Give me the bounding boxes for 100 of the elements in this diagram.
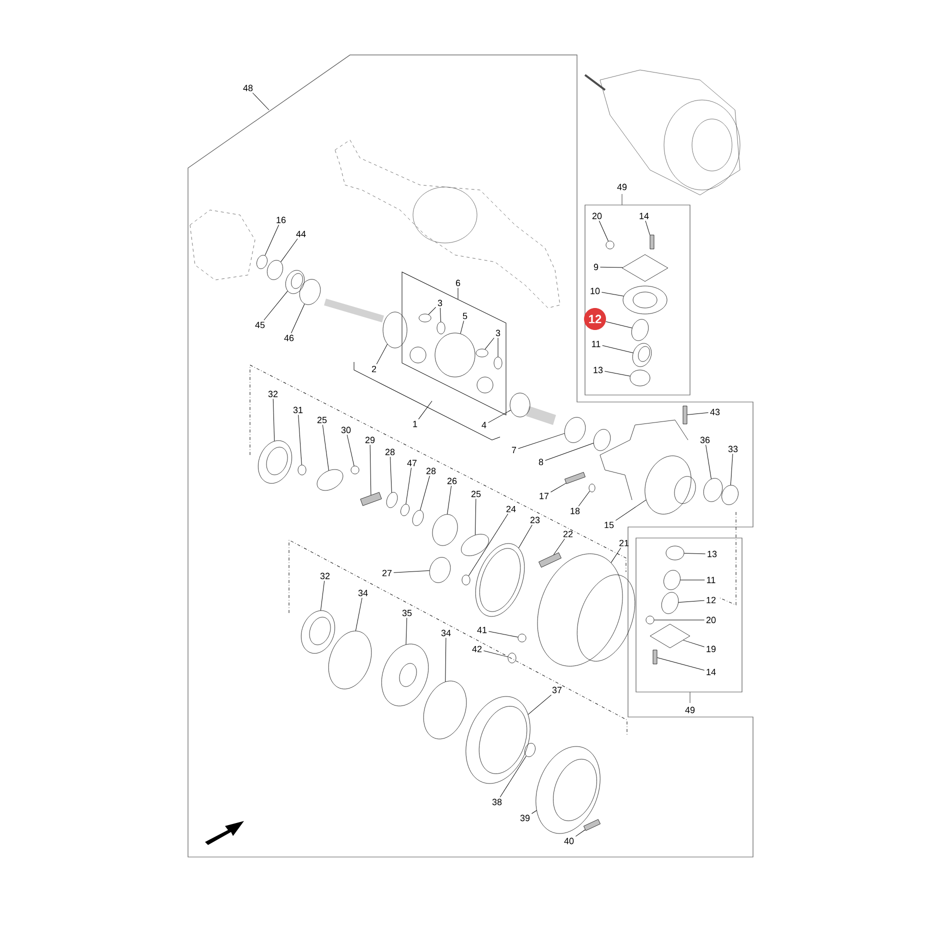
- callout-number: 47: [407, 460, 417, 466]
- callout-number: 22: [563, 530, 573, 538]
- leader-line: [553, 538, 565, 556]
- leader-line: [550, 482, 566, 492]
- callout-number: 25: [471, 490, 481, 498]
- part-outline: [266, 260, 284, 280]
- callout-number: 20: [592, 212, 602, 220]
- callout-number: 9: [594, 264, 598, 270]
- leader-line: [602, 345, 634, 354]
- part-outline: [412, 510, 424, 526]
- leader-line: [272, 398, 275, 442]
- callout-number: 37: [552, 686, 562, 694]
- part-outline: [588, 484, 596, 492]
- callout-number: 39: [520, 814, 530, 822]
- callout-number: 42: [472, 646, 482, 652]
- bolt-outline: [650, 234, 654, 250]
- callout-number: 36: [700, 436, 710, 444]
- leader-line: [346, 434, 354, 466]
- leader-line: [544, 442, 594, 461]
- callout-number: 24: [506, 506, 516, 512]
- part-outline: [630, 370, 650, 386]
- leader-line: [355, 598, 362, 632]
- leader-line: [445, 638, 446, 682]
- part-outline: [666, 546, 684, 560]
- leader-line: [615, 500, 646, 521]
- callout-number: 11: [592, 340, 600, 348]
- part-outline: [644, 456, 692, 514]
- callout-number: 13: [708, 550, 717, 558]
- leader-line: [370, 444, 372, 496]
- part-outline: [299, 279, 321, 305]
- leader-line: [264, 290, 288, 320]
- leader-line: [488, 631, 518, 638]
- callout-number: 11: [707, 576, 716, 584]
- callout-number: 25: [317, 416, 327, 424]
- leader-line: [460, 320, 464, 334]
- leader-line: [390, 456, 392, 493]
- leader-line: [447, 486, 452, 514]
- part-outline: [400, 504, 410, 516]
- bolt-outline: [682, 406, 688, 424]
- part-outline: [518, 634, 526, 642]
- leader-line: [678, 600, 705, 603]
- part-outline: [298, 464, 306, 476]
- callout-number: 28: [426, 468, 436, 474]
- part-outline: [461, 534, 489, 556]
- leader-line: [484, 338, 494, 350]
- callout-number: 16: [276, 216, 286, 224]
- part-outline: [462, 574, 470, 586]
- leader-line: [600, 266, 623, 268]
- part-outline: [316, 469, 344, 491]
- callout-number: 32: [268, 390, 278, 398]
- part-outline: [434, 332, 476, 378]
- callout-number: 45: [255, 322, 265, 328]
- part-outline: [256, 255, 268, 269]
- part-outline: [536, 746, 600, 834]
- node-label: 49: [617, 184, 627, 190]
- callout-number: 17: [540, 492, 549, 500]
- callout-number: 19: [706, 646, 716, 652]
- callout-number: 7: [512, 446, 516, 454]
- leader-line: [706, 444, 712, 480]
- leader-line: [598, 220, 609, 242]
- callout-number: 26: [447, 478, 457, 484]
- leader-line: [656, 657, 705, 670]
- callout-number: 44: [296, 230, 306, 238]
- callout-number: 2: [372, 366, 376, 372]
- callout-number: 46: [284, 334, 294, 342]
- callout-number: 5: [462, 312, 468, 320]
- leader-line: [488, 410, 511, 423]
- leader-line: [468, 514, 508, 576]
- part-outline: [475, 543, 525, 617]
- callout-number: 32: [320, 572, 330, 580]
- leader-line: [264, 224, 280, 256]
- leader-line: [418, 400, 432, 420]
- part-outline: [285, 270, 305, 294]
- part-outline: [258, 440, 292, 484]
- callout-number: 6: [456, 280, 460, 286]
- leader-line: [645, 220, 650, 236]
- callout-number: 31: [293, 406, 303, 414]
- part-outline: [664, 570, 680, 590]
- callout-number: 13: [594, 366, 603, 374]
- callout-number: 41: [477, 626, 487, 634]
- callout-number: 48: [243, 84, 253, 92]
- callout-number: 18: [570, 508, 580, 514]
- leader-line: [320, 580, 325, 611]
- part-outline: [423, 680, 467, 740]
- part-outline: [429, 557, 451, 583]
- callout-number: 1: [413, 420, 418, 428]
- callout-number: 21: [619, 540, 629, 546]
- callout-number: 28: [385, 448, 395, 456]
- callout-number: 4: [482, 422, 486, 428]
- plate-outline: [650, 624, 690, 648]
- callout-number: 3: [438, 300, 442, 306]
- bolt-outline: [360, 492, 382, 506]
- leader-line: [483, 650, 508, 658]
- callout-number: 34: [441, 630, 451, 636]
- callout-number: 10: [590, 288, 600, 294]
- leader-line: [252, 92, 270, 110]
- part-outline: [350, 466, 360, 474]
- part-outline: [381, 644, 429, 706]
- leader-line: [406, 468, 412, 504]
- callout-number: 14: [640, 212, 649, 220]
